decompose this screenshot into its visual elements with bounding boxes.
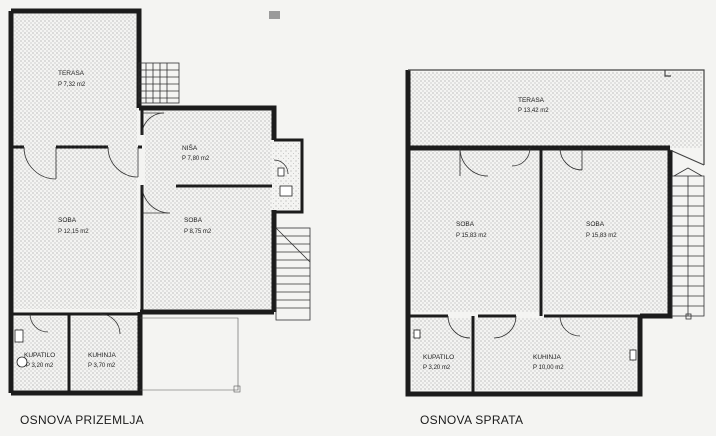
ground-room-labels: TERASA P 7,32 m2 NIŠA P 7,80 m2 SOBA P 1… (24, 70, 212, 369)
upper-room-labels: TERASA P 13,42 m2 SOBA P 15,83 m2 SOBA P… (423, 97, 617, 371)
ground-terasa-name: TERASA (58, 70, 85, 77)
ground-kuhinja-area: P 3,70 m2 (88, 363, 116, 369)
ground-floor-title: OSNOVA PRIZEMLJA (20, 413, 144, 427)
upper-floor-title: OSNOVA SPRATA (420, 413, 524, 427)
upper-terasa-name: TERASA (518, 97, 545, 104)
ground-soba-left-name: SOBA (58, 217, 77, 224)
ground-stairs-side (275, 227, 311, 321)
upper-soba-right-name: SOBA (586, 221, 605, 228)
ground-soba-right-name: SOBA (184, 217, 203, 224)
upper-kuhinja-area: P 10,00 m2 (533, 365, 564, 371)
ground-soba-left-area: P 12,15 m2 (58, 229, 89, 235)
upper-stairs (671, 167, 705, 320)
upper-soba-left-name: SOBA (456, 221, 475, 228)
ground-kupatilo-area: P 3,20 m2 (26, 363, 54, 369)
ground-nisa-area: P 7,80 m2 (182, 156, 210, 162)
gray-marker (269, 11, 280, 19)
ground-soba-right-area: P 8,75 m2 (184, 229, 212, 235)
bathroom-fixtures (14, 167, 293, 368)
ground-nisa-name: NIŠA (182, 143, 198, 152)
ground-floor-plan (8, 8, 311, 396)
upper-floor-plan (405, 69, 705, 397)
upper-soba-right-area: P 15,83 m2 (586, 233, 617, 239)
upper-soba-left-area: P 15,83 m2 (456, 233, 487, 239)
upper-terasa-area: P 13,42 m2 (518, 108, 549, 114)
ground-kuhinja-name: KUHINJA (88, 352, 116, 359)
upper-kupatilo-area: P 3,20 m2 (423, 365, 451, 371)
ground-terasa-area: P 7,32 m2 (58, 82, 86, 88)
upper-kupatilo-name: KUPATILO (423, 354, 454, 361)
ground-stairs-top (138, 62, 180, 104)
ground-kupatilo-name: KUPATILO (24, 352, 55, 359)
upper-kuhinja-name: KUHINJA (533, 354, 561, 361)
